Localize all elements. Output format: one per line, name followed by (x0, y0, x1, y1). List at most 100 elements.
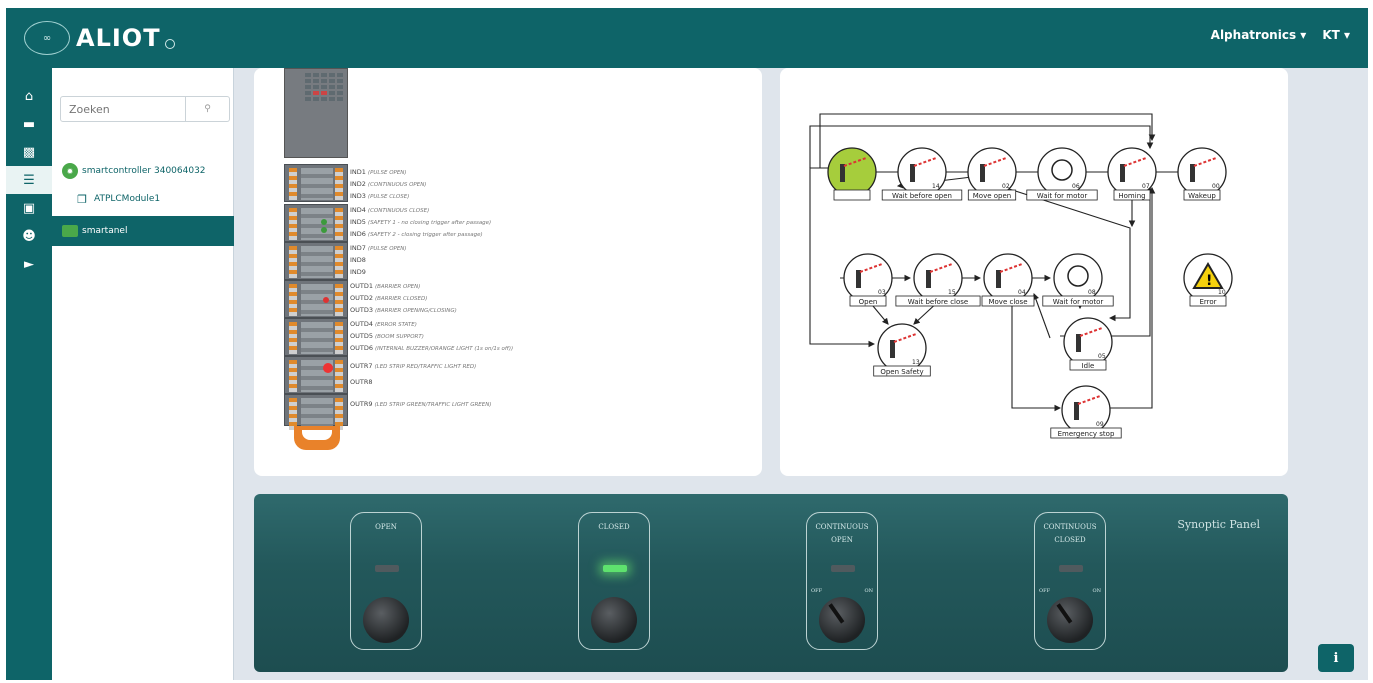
controller-icon: ✹ (62, 163, 78, 179)
barrier-arm-icon (893, 333, 917, 343)
state-label-box (895, 295, 981, 307)
users-icon[interactable]: ☻ (22, 228, 36, 244)
state-circle (827, 147, 877, 197)
plc-end-cap (294, 426, 340, 450)
state-node-open-top[interactable]: Open (827, 147, 877, 201)
state-label-box (1183, 189, 1221, 201)
logo[interactable]: ∞ ALIOT (24, 16, 175, 60)
state-number: 08 (1088, 289, 1096, 296)
home-icon[interactable]: ⌂ (24, 88, 34, 104)
io-description: (BARRIER OPEN) (375, 284, 421, 290)
barrier-icon (926, 270, 931, 288)
book-icon[interactable]: ▣ (22, 200, 36, 216)
state-number: 04 (1018, 289, 1026, 296)
rotary-knob[interactable] (591, 597, 637, 643)
barrier-arm-icon (983, 157, 1007, 167)
io-description: (BOOM SUPPORT) (375, 334, 424, 340)
state-label-box (1189, 295, 1227, 307)
switch-label: OPEN (351, 521, 421, 534)
barrier-icon (1074, 402, 1079, 420)
state-label-box (881, 189, 963, 201)
plc-io-label: IND5(SAFETY 1 - no closing trigger after… (350, 218, 491, 226)
io-description: (CONTINUOUS OPEN) (367, 182, 427, 188)
barrier-arm-icon (1077, 395, 1101, 405)
plc-io-module (284, 356, 348, 394)
device-icon[interactable]: ▩ (22, 144, 36, 160)
rotary-knob[interactable] (819, 597, 865, 643)
tree-item-label: smartcontroller 340064032 (82, 166, 206, 176)
switch-2: CLOSED (578, 512, 650, 650)
io-code: IND3 (350, 192, 366, 200)
plc-io-label: OUTD4(ERROR STATE) (350, 320, 417, 328)
plc-card: IND1(PULSE OPEN)IND2(CONTINUOUS OPEN)IND… (254, 68, 762, 476)
io-description: (PULSE OPEN) (367, 170, 407, 176)
io-code: OUTD3 (350, 306, 373, 314)
tree-item-panel[interactable]: smartanel (52, 216, 234, 246)
plc-io-label: IND8 (350, 256, 368, 264)
barrier-icon (980, 164, 985, 182)
plc-io-label: OUTD2(BARRIER CLOSED) (350, 294, 427, 302)
info-button[interactable]: i (1318, 644, 1354, 672)
barrier-icon (890, 340, 895, 358)
plc-head-module (284, 68, 348, 158)
plc-io-label: OUTR9(LED STRIP GREEN/TRAFFIC LIGHT GREE… (350, 400, 492, 408)
plc-io-label: IND4(CONTINUOUS CLOSE) (350, 206, 429, 214)
barrier-arm-icon (1079, 327, 1103, 337)
logo-text: ALIOT (76, 24, 161, 52)
tree-item-controller[interactable]: ✹ smartcontroller 340064032 (52, 156, 234, 186)
icon-rail: ⌂ ▬ ▩ ☰ ▣ ☻ ► (6, 68, 52, 680)
rotary-knob[interactable] (363, 597, 409, 643)
search-input[interactable] (60, 96, 186, 122)
company-menu[interactable]: Alphatronics ▾ (1210, 28, 1307, 42)
state-label: Open (859, 298, 878, 306)
list-icon[interactable]: ▬ (22, 116, 36, 132)
warning-icon (1192, 262, 1224, 289)
barrier-icon (1076, 334, 1081, 352)
plc-io-module (284, 318, 348, 356)
state-label-box (1113, 189, 1151, 201)
state-label: Open (843, 192, 862, 200)
state-number: 02 (1002, 183, 1010, 190)
rotary-knob[interactable] (1047, 597, 1093, 643)
device-tree: ⚲ ✹ smartcontroller 340064032 ❐ ATPLCMod… (52, 68, 234, 680)
plc-io-label: OUTD6(INTERNAL BUZZER/ORANGE LIGHT (1s o… (350, 344, 513, 352)
search-icon[interactable]: ⚲ (186, 96, 230, 122)
barrier-arm-icon (1123, 157, 1147, 167)
io-description: (INTERNAL BUZZER/ORANGE LIGHT (1s on/1s … (375, 346, 514, 352)
megaphone-icon[interactable]: ► (24, 256, 34, 272)
state-number: 14 (932, 183, 940, 190)
state-label: Wait before open (892, 192, 952, 200)
indicator-lamp (831, 565, 855, 572)
barrier-arm-icon (929, 263, 953, 273)
io-description: (LED STRIP GREEN/TRAFFIC LIGHT GREEN) (374, 402, 492, 408)
plc-io-label: OUTR8 (350, 378, 375, 386)
state-number: 00 (1212, 183, 1220, 190)
barrier-icon (910, 164, 915, 182)
plc-led-grid (305, 73, 343, 101)
tree-item-label: ATPLCModule1 (94, 194, 161, 204)
network-icon[interactable]: ☰ (6, 166, 52, 194)
user-menu[interactable]: KT ▾ (1322, 28, 1350, 42)
io-code: IND4 (350, 206, 366, 214)
tree-item-plc-module[interactable]: ❐ ATPLCModule1 (52, 184, 234, 214)
io-code: OUTD5 (350, 332, 373, 340)
state-label-box (873, 365, 931, 377)
state-label: Wakeup (1188, 192, 1216, 200)
io-description: (BARRIER OPENING/CLOSING) (375, 308, 457, 314)
indicator-lamp (375, 565, 399, 572)
plc-io-label: OUTD1(BARRIER OPEN) (350, 282, 420, 290)
